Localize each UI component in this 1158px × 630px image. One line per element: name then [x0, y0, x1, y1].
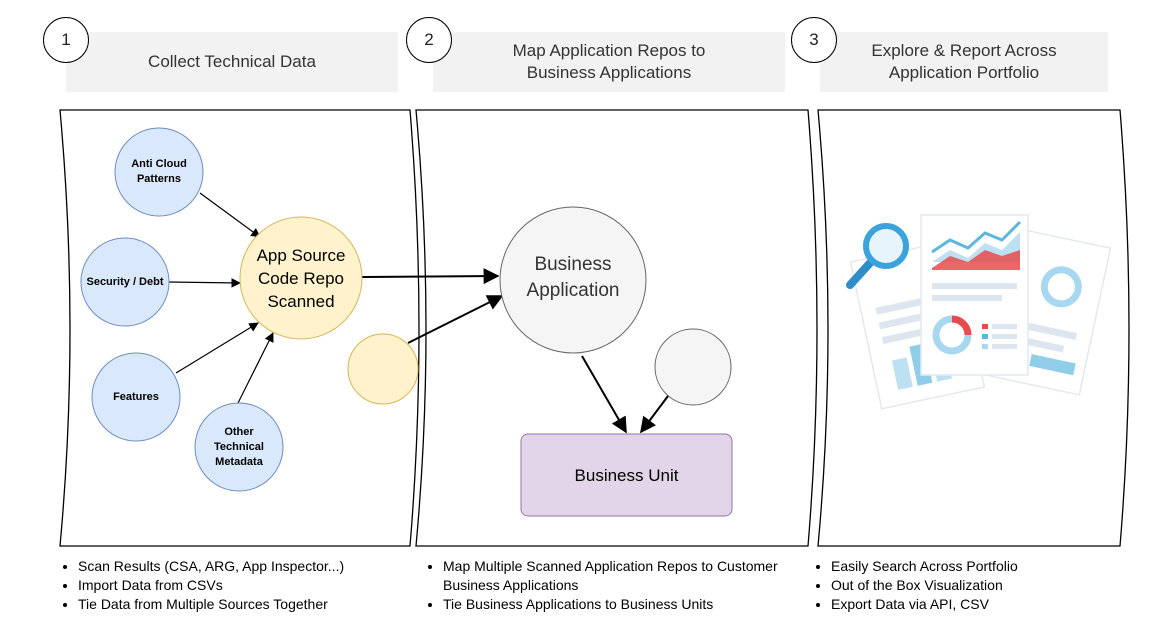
list-item: Tie Data from Multiple Sources Together [78, 595, 418, 614]
list-item: Tie Business Applications to Business Un… [443, 595, 793, 614]
list-item: Easily Search Across Portfolio [831, 557, 1131, 576]
node-features [91, 352, 181, 442]
label-features: Features [113, 390, 159, 403]
step-3-title: Explore & Report Across Application Port… [871, 41, 1057, 82]
list-item: Map Multiple Scanned Application Repos t… [443, 557, 793, 595]
edge-extra-repo-to-business-app [407, 295, 504, 344]
node-business-application [499, 206, 647, 354]
label-security-debt: Security / Debt [86, 275, 164, 288]
step-3-bullets: Easily Search Across Portfolio Out of th… [815, 557, 1131, 614]
edge-features-to-app [175, 322, 259, 374]
step-1-title: Collect Technical Data [148, 52, 316, 71]
label-anti-cloud-patterns: Anti Cloud Patterns [131, 158, 187, 185]
step-3-header: Explore & Report Across Application Port… [820, 32, 1108, 92]
node-security-debt [80, 237, 170, 327]
list-item: Out of the Box Visualization [831, 576, 1131, 595]
edge-other-to-app [237, 332, 274, 404]
step-1-number: 1 [43, 17, 89, 63]
step-3-number: 3 [791, 17, 837, 63]
node-extra-repo [347, 333, 419, 405]
label-app-source-repo: App Source Code Repo Scanned [256, 245, 346, 311]
node-business-unit [520, 433, 733, 517]
node-extra-business-app [654, 328, 732, 406]
report-magnifier-illustration [846, 214, 1112, 410]
label-other-metadata: Other Technical Metadata [214, 425, 264, 468]
step-1-bullets: Scan Results (CSA, ARG, App Inspector...… [62, 557, 418, 614]
edge-app-to-business-app [361, 268, 500, 285]
node-anti-cloud-patterns [114, 127, 204, 217]
label-business-unit: Business Unit [574, 465, 679, 485]
list-item: Scan Results (CSA, ARG, App Inspector...… [78, 557, 418, 576]
list-item: Import Data from CSVs [78, 576, 418, 595]
edge-security-to-app [167, 278, 241, 288]
step-2-header: Map Application Repos to Business Applic… [433, 32, 785, 92]
edge-extra-app-to-unit [640, 395, 669, 434]
list-item: Export Data via API, CSV [831, 595, 1131, 614]
node-app-source-repo [239, 216, 363, 340]
edge-business-app-to-unit [581, 355, 627, 434]
label-business-application: Business Application [526, 254, 620, 301]
step-1-header: Collect Technical Data [66, 32, 398, 92]
node-other-metadata [194, 402, 284, 492]
step-2-number: 2 [406, 17, 452, 63]
step-2-bullets: Map Multiple Scanned Application Repos t… [427, 557, 793, 614]
edge-anti-cloud-to-app [199, 192, 261, 238]
step-2-title: Map Application Repos to Business Applic… [512, 41, 706, 82]
